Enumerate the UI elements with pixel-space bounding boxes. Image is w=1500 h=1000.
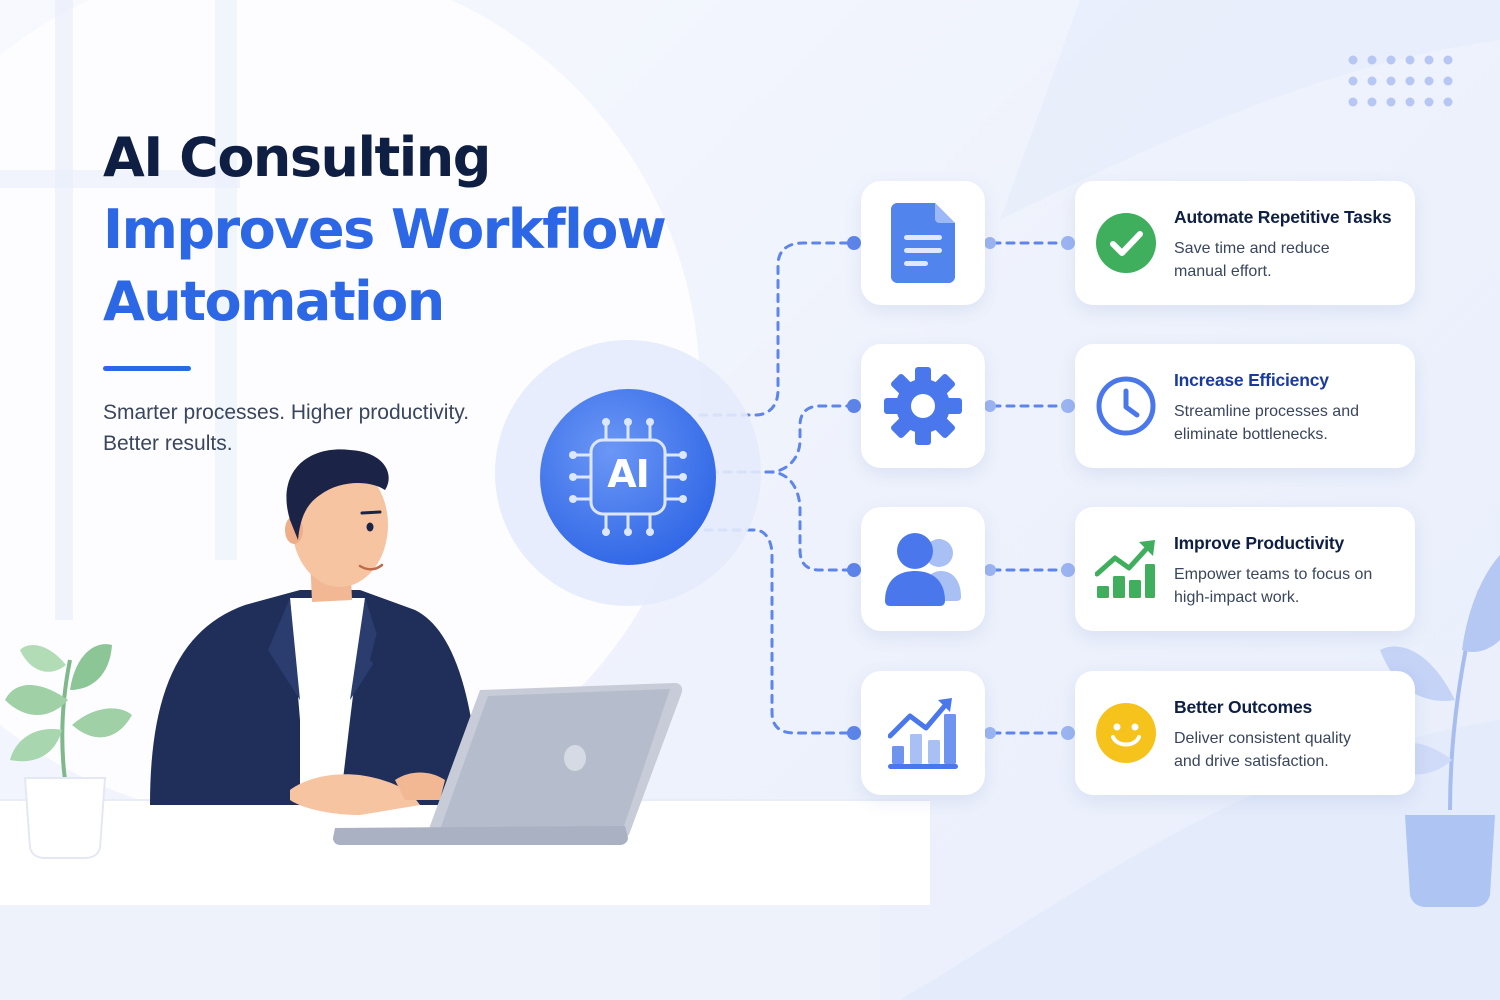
node-card-document [861, 181, 985, 305]
info-description: Save time and reduce manual effort. [1174, 237, 1330, 283]
dot-grid-decoration [1348, 55, 1453, 107]
ai-chip-icon [495, 340, 761, 606]
info-desc-line-2: and drive satisfaction. [1174, 753, 1329, 770]
subtitle-line-1: Smarter processes. Higher productivity. [103, 401, 470, 424]
gear-icon [884, 367, 962, 445]
consultant-person [150, 449, 480, 815]
info-desc-line-2: high-impact work. [1174, 589, 1300, 606]
node-card-chart [861, 671, 985, 795]
node-card-users [861, 507, 985, 631]
info-card-productivity: Improve Productivity Empower teams to fo… [1075, 507, 1415, 631]
title-line-2: Improves Workflow [103, 198, 667, 261]
check-circle-icon [1096, 213, 1156, 273]
info-desc-line-1: Deliver consistent quality [1174, 730, 1351, 747]
potted-plant-right [1375, 555, 1500, 907]
clock-icon [1096, 376, 1156, 436]
bar-chart-icon [888, 698, 958, 769]
info-description: Empower teams to focus on high-impact wo… [1174, 563, 1372, 609]
ai-hub-label: AI [607, 452, 650, 496]
title-underline [103, 366, 191, 371]
page-title: AI Consulting Improves Workflow Automati… [103, 122, 667, 338]
node-card-gear [861, 344, 985, 468]
info-description: Streamline processes and eliminate bottl… [1174, 400, 1359, 446]
laptop [333, 683, 683, 845]
info-title: Improve Productivity [1174, 533, 1345, 553]
trending-up-icon [1095, 540, 1155, 598]
info-card-automate: Automate Repetitive Tasks Save time and … [1075, 181, 1415, 305]
smiley-icon [1096, 703, 1156, 763]
subtitle: Smarter processes. Higher productivity. … [103, 397, 469, 459]
title-line-3: Automation [103, 270, 445, 333]
info-desc-line-1: Save time and reduce [1174, 240, 1330, 257]
info-desc-line-1: Streamline processes and [1174, 403, 1359, 420]
document-icon [891, 203, 955, 283]
info-desc-line-1: Empower teams to focus on [1174, 566, 1373, 583]
users-icon [885, 533, 961, 606]
info-title: Automate Repetitive Tasks [1174, 207, 1392, 227]
ai-hub: AI [495, 340, 761, 606]
info-title: Better Outcomes [1174, 697, 1313, 717]
info-title: Increase Efficiency [1174, 370, 1329, 390]
subtitle-line-2: Better results. [103, 432, 233, 455]
info-desc-line-2: eliminate bottlenecks. [1174, 426, 1328, 443]
info-card-outcomes: Better Outcomes Deliver consistent quali… [1075, 671, 1415, 795]
potted-plant-left [5, 644, 132, 859]
info-desc-line-2: manual effort. [1174, 263, 1272, 280]
title-line-1: AI Consulting [103, 126, 491, 189]
info-card-efficiency: Increase Efficiency Streamline processes… [1075, 344, 1415, 468]
info-description: Deliver consistent quality and drive sat… [1174, 727, 1351, 773]
